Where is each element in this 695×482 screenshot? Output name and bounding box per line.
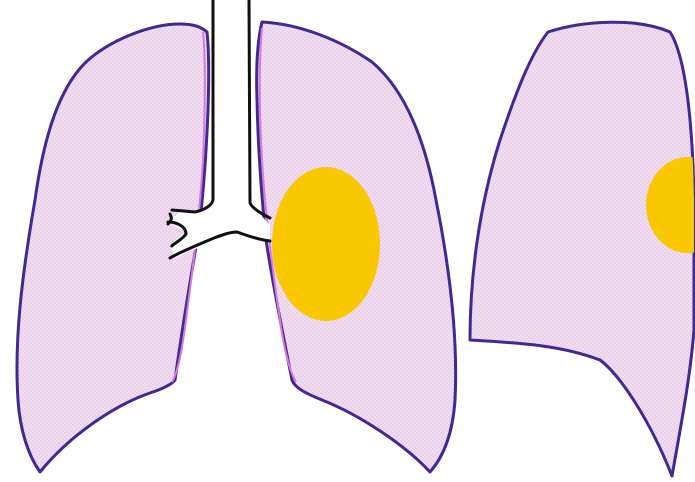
lateral-lung-body bbox=[470, 22, 694, 476]
left-lung bbox=[257, 22, 456, 472]
lateral-lung bbox=[470, 22, 695, 476]
lesion-blob-icon bbox=[272, 167, 380, 321]
